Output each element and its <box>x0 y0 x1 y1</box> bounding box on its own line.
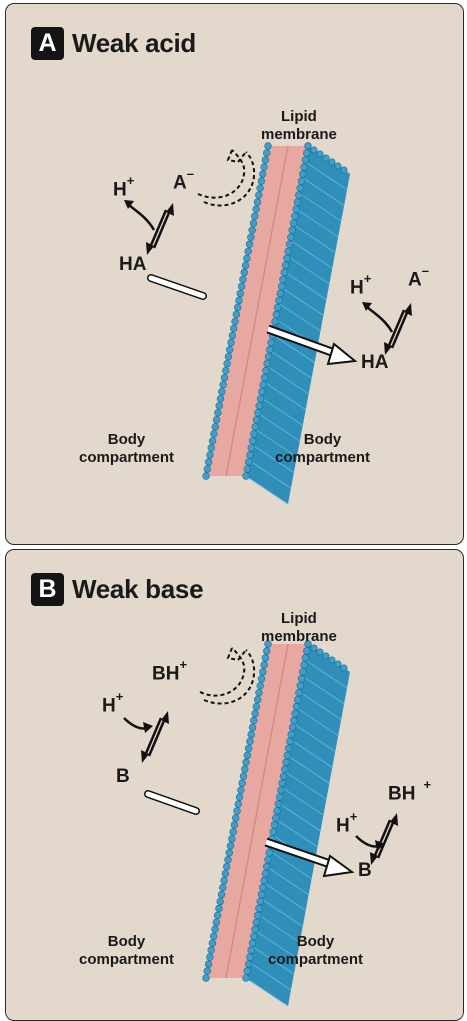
panel-weak-acid: A Weak acid Lipid membrane H+ A– HA H+ A… <box>5 3 464 545</box>
curved-arrow-right-a <box>366 306 392 332</box>
curved-arrow-left-a <box>128 204 154 230</box>
blocked-anion-path-a <box>198 150 244 198</box>
exit-arrow-head-b <box>324 856 352 876</box>
equilibrium-down-left-a <box>149 210 166 250</box>
reaction-arrows-a <box>6 4 463 544</box>
reaction-arrows-b <box>6 550 463 1020</box>
panel-weak-base: B Weak base Lipid membrane BH+ H+ B BH+ … <box>5 549 464 1021</box>
blocked-cation-path-b <box>200 648 244 696</box>
equilibrium-up-left-a <box>154 208 171 248</box>
exit-arrow-head-a <box>328 344 355 364</box>
